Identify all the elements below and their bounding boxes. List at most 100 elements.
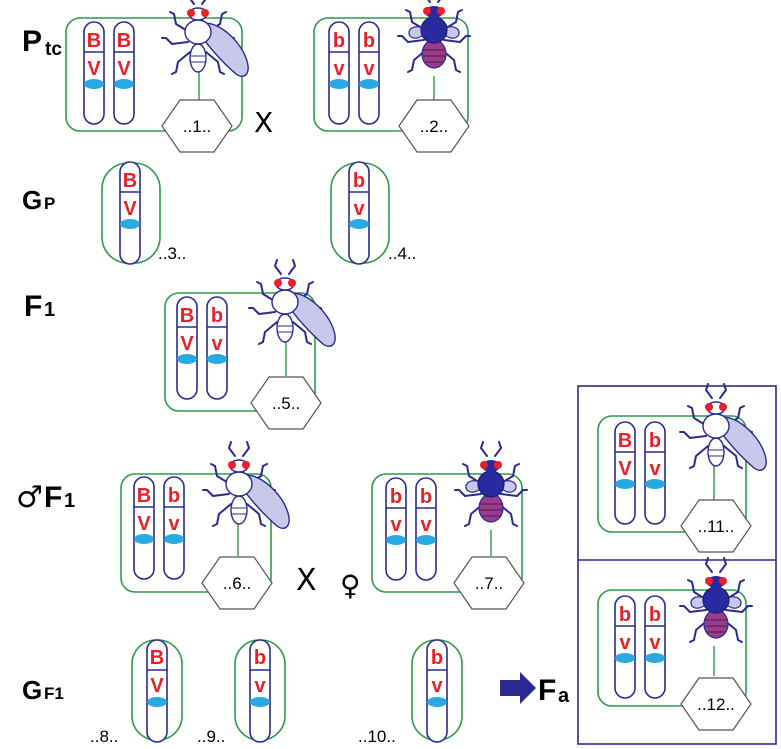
- black-fly-icon: [398, 0, 470, 72]
- slot-3: ..3..: [158, 244, 186, 263]
- gamete-f1-2: b v ..9..: [197, 639, 286, 746]
- slot-4: ..4..: [388, 244, 416, 263]
- female-symbol: ♀: [340, 569, 361, 602]
- slot-7: ..7..: [453, 556, 525, 610]
- svg-text:G: G: [22, 185, 42, 215]
- svg-text:v: v: [431, 675, 443, 697]
- gamete-f1-3: b v ..10..: [358, 639, 463, 746]
- svg-text:v: v: [353, 198, 365, 220]
- svg-text:V: V: [123, 198, 137, 220]
- slot-5: ..5..: [250, 376, 322, 430]
- parent-1-genotype: B B V V ..1..: [65, 0, 248, 153]
- svg-text:v: v: [649, 632, 661, 654]
- parent-2-genotype: b b v v ..2..: [313, 0, 470, 153]
- svg-text:b: b: [649, 430, 661, 452]
- grey-fly-icon: [249, 260, 335, 346]
- svg-text:v: v: [254, 675, 266, 697]
- cross-symbol-f1: X: [296, 563, 317, 598]
- svg-text:B: B: [137, 485, 151, 507]
- gamete-f1-1: B V ..8..: [90, 639, 183, 746]
- svg-text:G: G: [22, 675, 42, 705]
- svg-text:..11..: ..11..: [698, 517, 735, 536]
- svg-text:..6..: ..6..: [223, 574, 251, 593]
- svg-text:v: v: [420, 514, 432, 536]
- svg-text:..1..: ..1..: [183, 117, 211, 136]
- svg-text:..12..: ..12..: [697, 695, 735, 714]
- black-fly-icon: [455, 442, 527, 526]
- slot-6: ..6..: [201, 556, 273, 610]
- svg-text:b: b: [254, 647, 266, 669]
- label-gf1: G F1: [22, 675, 64, 705]
- gamete-p-2: b v ..4..: [330, 161, 416, 265]
- slot-10: ..10..: [358, 727, 396, 746]
- svg-text:v: v: [363, 58, 375, 80]
- svg-text:b: b: [649, 604, 661, 626]
- grey-fly-icon: [680, 384, 766, 470]
- svg-text:V: V: [180, 333, 194, 355]
- svg-text:v: v: [168, 513, 180, 535]
- svg-text:b: b: [390, 486, 402, 508]
- gamete-p-1: B V ..3..: [101, 161, 186, 265]
- svg-text:V: V: [117, 58, 131, 80]
- slot-9: ..9..: [197, 727, 225, 746]
- svg-text:P: P: [22, 25, 42, 58]
- svg-text:B: B: [117, 30, 131, 52]
- svg-text:B: B: [87, 30, 101, 52]
- svg-text:b: b: [363, 30, 375, 52]
- svg-text:V: V: [137, 513, 151, 535]
- slot-2: ..2..: [398, 99, 470, 153]
- svg-text:b: b: [420, 486, 432, 508]
- slot-11: ..11..: [680, 499, 752, 553]
- svg-text:v: v: [649, 458, 661, 480]
- slot-1: ..1..: [161, 99, 233, 153]
- svg-text:b: b: [333, 30, 345, 52]
- f1-genotype: B b V v ..5..: [164, 260, 335, 430]
- svg-text:B: B: [123, 170, 137, 192]
- svg-text:..5..: ..5..: [272, 394, 300, 413]
- svg-text:1: 1: [64, 490, 75, 512]
- black-fly-icon: [680, 558, 752, 642]
- svg-text:F: F: [24, 290, 42, 323]
- svg-text:b: b: [211, 305, 223, 327]
- fa-results-box: [577, 385, 777, 745]
- svg-text:♂: ♂: [16, 480, 43, 515]
- svg-text:v: v: [390, 514, 402, 536]
- svg-text:B: B: [150, 647, 164, 669]
- label-fa: F a: [538, 674, 570, 707]
- label-male-f1: ♂ F 1: [16, 480, 75, 515]
- fa-offspring-2: b b v v ..12..: [597, 558, 752, 731]
- label-gp: G P: [22, 185, 55, 215]
- svg-text:P: P: [44, 194, 55, 213]
- cross-symbol-p: X: [254, 106, 273, 139]
- svg-text:v: v: [333, 58, 345, 80]
- svg-text:b: b: [168, 485, 180, 507]
- svg-text:V: V: [87, 58, 101, 80]
- svg-text:V: V: [618, 458, 632, 480]
- svg-text:a: a: [558, 685, 570, 707]
- fa-offspring-1: B b V v ..11..: [597, 384, 766, 553]
- svg-text:v: v: [619, 632, 631, 654]
- svg-text:..7..: ..7..: [475, 574, 503, 593]
- svg-text:B: B: [618, 430, 632, 452]
- slot-8: ..8..: [90, 727, 118, 746]
- svg-text:tc: tc: [45, 39, 62, 60]
- svg-text:b: b: [353, 170, 365, 192]
- female-genotype: b b v v ..7..: [371, 442, 527, 610]
- svg-text:b: b: [431, 647, 443, 669]
- grey-fly-icon: [162, 0, 248, 76]
- svg-text:1: 1: [44, 299, 55, 321]
- grey-fly-icon: [203, 442, 289, 528]
- slot-12: ..12..: [680, 677, 752, 731]
- svg-text:b: b: [619, 604, 631, 626]
- svg-text:F: F: [538, 674, 556, 707]
- svg-text:V: V: [150, 675, 164, 697]
- svg-text:..2..: ..2..: [420, 117, 448, 136]
- svg-text:v: v: [211, 333, 223, 355]
- male-f1-genotype: B b V v ..6..: [120, 442, 289, 610]
- label-ptc: P tc: [22, 25, 62, 60]
- svg-text:F: F: [44, 481, 62, 514]
- svg-text:F1: F1: [44, 684, 64, 703]
- right-arrow-icon: [500, 672, 536, 704]
- svg-text:B: B: [180, 305, 194, 327]
